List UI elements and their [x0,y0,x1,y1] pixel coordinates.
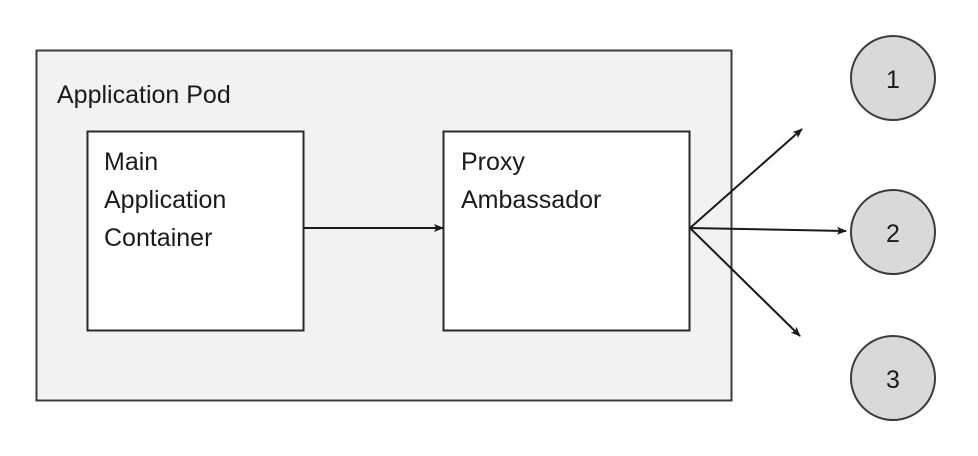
endpoint-label-3: 3 [886,366,900,394]
main-application-container-line-3: Container [104,224,212,252]
connector-proxy-to-endpoint-2[interactable] [689,226,847,235]
connector-proxy-to-endpoint-1[interactable] [689,128,803,229]
main-application-container[interactable]: Main Application Container [86,130,305,332]
endpoint-circle-1 [850,35,936,121]
endpoint-node-2[interactable]: 2 [850,189,936,275]
proxy-ambassador-line-1: Proxy [461,148,525,176]
endpoint-node-1[interactable]: 1 [850,35,936,121]
endpoint-circle-2 [850,189,936,275]
proxy-ambassador-rect [442,130,691,332]
main-application-container-line-1: Main [104,148,158,176]
main-application-container-line-2: Application [104,186,226,214]
connector-proxy-to-endpoint-3[interactable] [689,227,801,337]
main-application-container-rect [86,130,305,332]
endpoint-circle-3 [850,335,936,421]
application-pod-label: Application Pod [57,81,231,109]
proxy-ambassador-line-2: Ambassador [461,186,601,214]
endpoint-node-3[interactable]: 3 [850,335,936,421]
endpoint-label-2: 2 [886,220,900,248]
proxy-ambassador-container[interactable]: Proxy Ambassador [442,130,691,332]
endpoint-label-1: 1 [886,66,900,94]
